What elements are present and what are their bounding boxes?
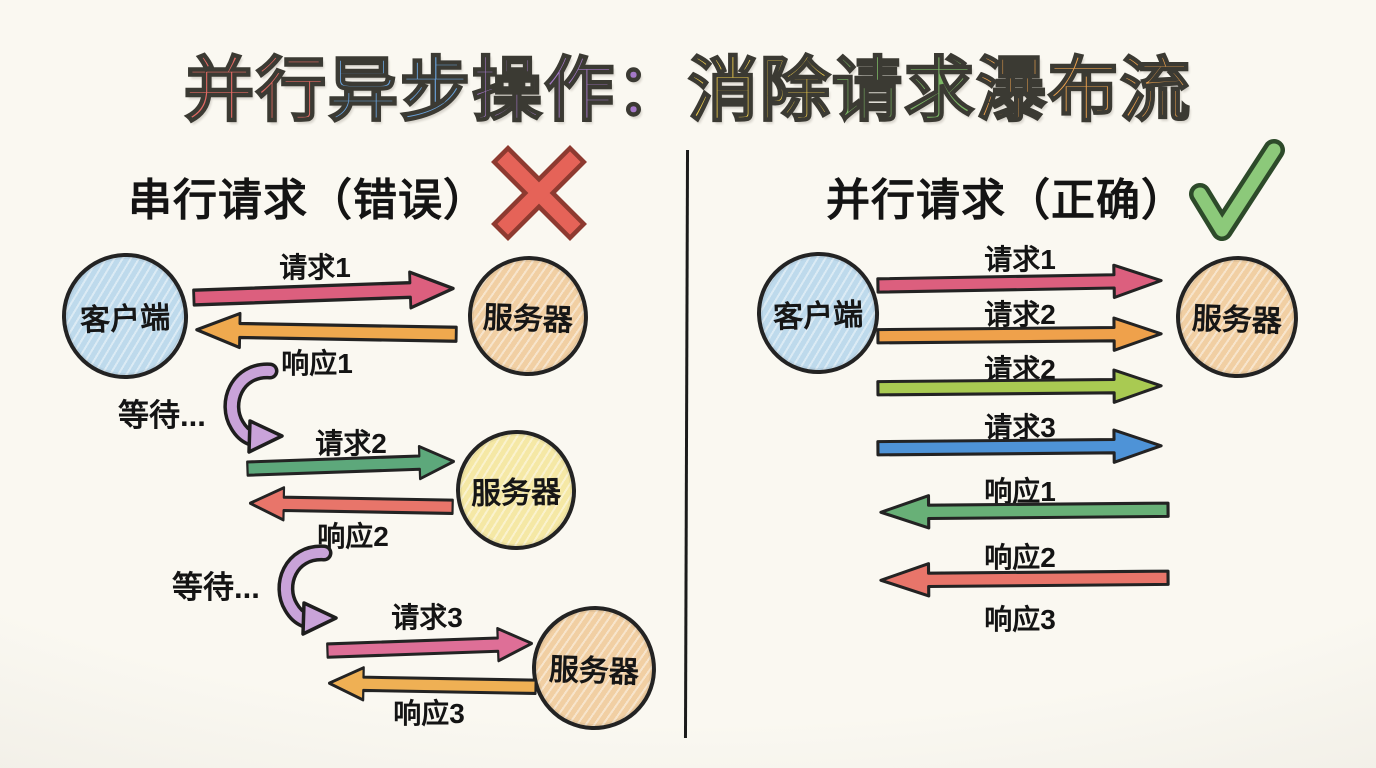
response-label: 响应3: [393, 698, 465, 729]
panel-divider: [683, 149, 690, 739]
request-arrow-right: [876, 428, 1163, 464]
curve-head: [301, 601, 338, 636]
arrow-shape: [876, 368, 1163, 404]
request-arrow-right: [326, 626, 533, 663]
right-heading: 并行请求（正确）: [826, 176, 1186, 225]
server-node: 服务器: [454, 428, 578, 552]
request-label: 请求3: [391, 602, 463, 633]
page-title: 并行异步操作：消除请求瀑布流: [0, 34, 1376, 135]
arrow-shape: [192, 270, 455, 310]
response-label: 响应3: [984, 604, 1056, 635]
title-segment: 请求: [831, 50, 976, 130]
request-arrow-right: [876, 263, 1163, 300]
server-node: 服务器: [465, 253, 591, 379]
response-arrow-left: [195, 311, 458, 350]
curve-fill: [280, 548, 329, 625]
arrow-shape: [876, 316, 1163, 352]
check-mark-icon: [1189, 139, 1285, 241]
response-label: 响应1: [984, 476, 1056, 507]
response-arrow-left: [327, 666, 537, 702]
request-arrow-right: [876, 316, 1163, 352]
arrow-shape: [326, 626, 533, 663]
arrow-shape: [246, 444, 455, 481]
arrow-shape: [327, 666, 537, 702]
request-label: 请求2: [315, 428, 387, 459]
x-mark-icon: [491, 145, 587, 241]
server-label: 服务器: [548, 653, 640, 690]
response-arrow-left: [879, 494, 1170, 530]
check-fill: [1193, 143, 1281, 237]
title-segment: 操作：: [471, 50, 688, 130]
server-label: 服务器: [482, 301, 574, 338]
wait-curve-arrow-icon: [277, 544, 338, 636]
request-label: 请求2: [984, 299, 1056, 330]
client-node: 客户端: [59, 250, 191, 382]
request-label: 请求1: [279, 252, 351, 283]
arrow-shape: [195, 311, 458, 350]
request-label: 请求3: [984, 412, 1056, 443]
title-segment: 瀑布流: [975, 50, 1192, 130]
request-arrow-right: [876, 368, 1163, 404]
left-heading: 串行请求（错误）: [128, 176, 488, 225]
x-stroke-fill: [497, 151, 581, 235]
title-segment: 异步: [327, 50, 472, 130]
curve-fill: [226, 366, 275, 443]
arrow-shape: [879, 562, 1170, 598]
arrow-shape: [879, 494, 1170, 530]
title-segment: 并行: [183, 50, 328, 130]
server-node: 服务器: [1173, 253, 1301, 381]
server-label: 服务器: [470, 476, 562, 511]
server-node: 服务器: [529, 603, 659, 733]
client-label: 客户端: [772, 298, 864, 335]
response-label: 响应2: [984, 542, 1056, 573]
request-label: 请求1: [984, 244, 1056, 275]
wait-label: 等待...: [172, 570, 260, 605]
response-arrow-left: [248, 486, 454, 522]
wait-label: 等待...: [118, 398, 206, 433]
arrow-shape: [876, 428, 1163, 464]
request-arrow-right: [246, 444, 455, 481]
curve-head: [247, 419, 284, 454]
response-arrow-left: [879, 562, 1170, 598]
title-segment: 消除: [687, 50, 832, 130]
wait-curve-arrow-icon: [223, 362, 284, 454]
response-label: 响应1: [281, 348, 353, 379]
client-label: 客户端: [79, 301, 171, 338]
arrow-shape: [248, 486, 454, 522]
request-arrow-right: [192, 270, 455, 310]
client-node: 客户端: [754, 249, 882, 377]
arrow-shape: [876, 263, 1163, 300]
server-label: 服务器: [1191, 302, 1283, 339]
